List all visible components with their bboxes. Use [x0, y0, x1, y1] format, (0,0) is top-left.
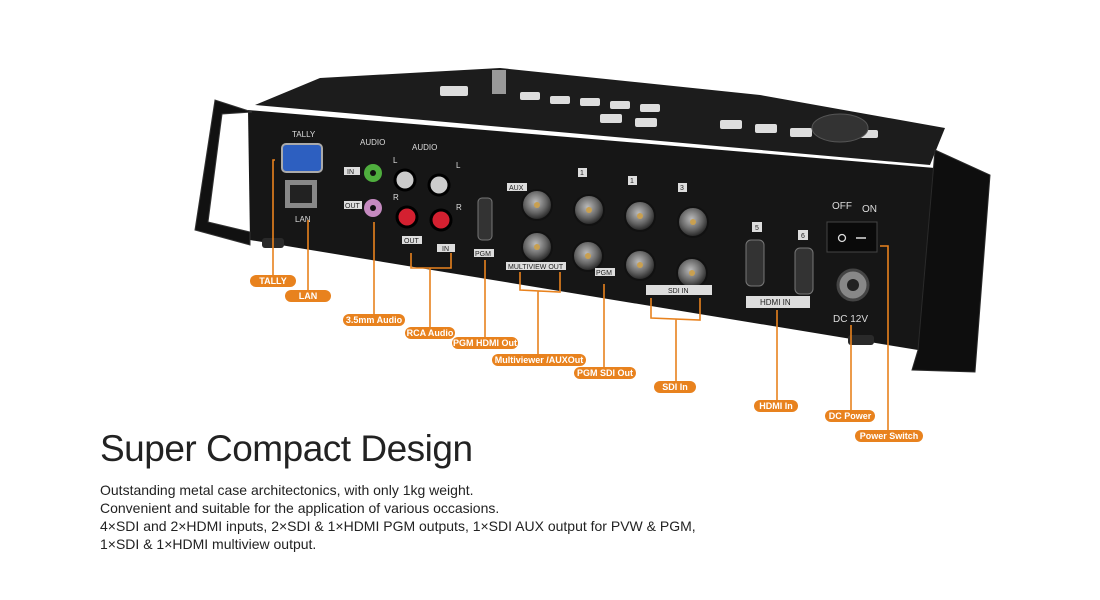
callout-rca-audio: RCA Audio: [405, 327, 455, 339]
bnc-number-label: 3: [680, 185, 684, 192]
rca-out-label: OUT: [404, 238, 420, 245]
audio-in-label: IN: [347, 169, 354, 176]
svg-text:PGM HDMI Out: PGM HDMI Out: [453, 338, 517, 348]
aux-label: AUX: [509, 185, 524, 192]
rca-l-in-label: L: [456, 161, 461, 170]
rca-r-out-label: R: [393, 193, 399, 202]
svg-text:TALLY: TALLY: [259, 276, 287, 286]
rca-in-label: IN: [442, 246, 449, 253]
tally-vga-port: [281, 143, 323, 173]
description-line: Convenient and suitable for the applicat…: [100, 500, 500, 516]
rca-l-out-label: L: [393, 156, 398, 165]
device-back-panel: [248, 110, 935, 350]
device-buttons: [440, 86, 878, 138]
switch-on-label: ON: [862, 204, 877, 215]
pgm-hdmi-port: [477, 197, 493, 241]
section-heading: Super Compact Design: [100, 428, 473, 469]
hdmi-6-label: 6: [801, 233, 805, 240]
t-bar-handle: [492, 70, 506, 94]
callout-dc-power: DC Power: [825, 410, 875, 422]
callout-tally: TALLY: [250, 275, 296, 287]
callout-lan: LAN: [285, 290, 331, 302]
hdmi-in-port-5: [745, 239, 765, 287]
callout-hdmi-in: HDMI In: [754, 400, 798, 412]
svg-text:Multiviewer /AUXOut: Multiviewer /AUXOut: [495, 355, 584, 365]
callout-power-switch: Power Switch: [855, 430, 923, 442]
callout-sdi-in: SDI In: [654, 381, 696, 393]
rca-r-in-label: R: [456, 203, 462, 212]
callout-leader-lines: [272, 159, 889, 431]
svg-text:LAN: LAN: [299, 291, 318, 301]
lan-port-label: LAN: [295, 215, 311, 224]
svg-text:HDMI In: HDMI In: [759, 401, 793, 411]
svg-text:DC Power: DC Power: [829, 411, 872, 421]
callout-multiviewer-aux-out: Multiviewer /AUXOut: [492, 354, 586, 366]
switch-off-label: OFF: [832, 201, 852, 212]
description: Outstanding metal case architectonics, w…: [100, 481, 696, 553]
left-handle-icon: [194, 99, 253, 246]
bnc-number-label: 1: [630, 178, 634, 185]
sdi-in-label: SDI IN: [668, 288, 689, 295]
svg-text:SDI In: SDI In: [662, 382, 688, 392]
callout-pgm-sdi-out: PGM SDI Out: [574, 367, 636, 379]
rca-audio-label: AUDIO: [412, 143, 437, 152]
hdmi-in-label: HDMI IN: [760, 298, 791, 307]
bnc-number-label: 1: [580, 170, 584, 177]
pgm-sdi-label: PGM: [596, 270, 612, 277]
pgm-hdmi-label: PGM: [475, 251, 491, 258]
audio-label: AUDIO: [360, 138, 385, 147]
hdmi-5-label: 5: [755, 225, 759, 232]
rca-jacks: [393, 168, 453, 232]
callout-pgm-hdmi-out: PGM HDMI Out: [452, 337, 518, 349]
jog-knob: [811, 113, 869, 143]
power-switch[interactable]: [826, 221, 878, 253]
description-line: 1×SDI & 1×HDMI multiview output.: [100, 536, 317, 552]
svg-text:PGM SDI Out: PGM SDI Out: [577, 368, 633, 378]
tally-port-label: TALLY: [292, 130, 316, 139]
audio-out-label: OUT: [345, 203, 361, 210]
description-line: 4×SDI and 2×HDMI inputs, 2×SDI & 1×HDMI …: [100, 518, 696, 534]
right-end-cap: [911, 149, 991, 373]
dc-12v-label: DC 12V: [833, 314, 868, 325]
description-line: Outstanding metal case architectonics, w…: [100, 482, 474, 498]
svg-text:RCA Audio: RCA Audio: [407, 328, 454, 338]
svg-text:Power Switch: Power Switch: [860, 431, 919, 441]
svg-text:3.5mm Audio: 3.5mm Audio: [346, 315, 403, 325]
hdmi-in-port-6: [794, 247, 814, 295]
multiview-out-label: MULTIVIEW OUT: [508, 264, 564, 271]
callout-35mm-audio: 3.5mm Audio: [343, 314, 405, 326]
